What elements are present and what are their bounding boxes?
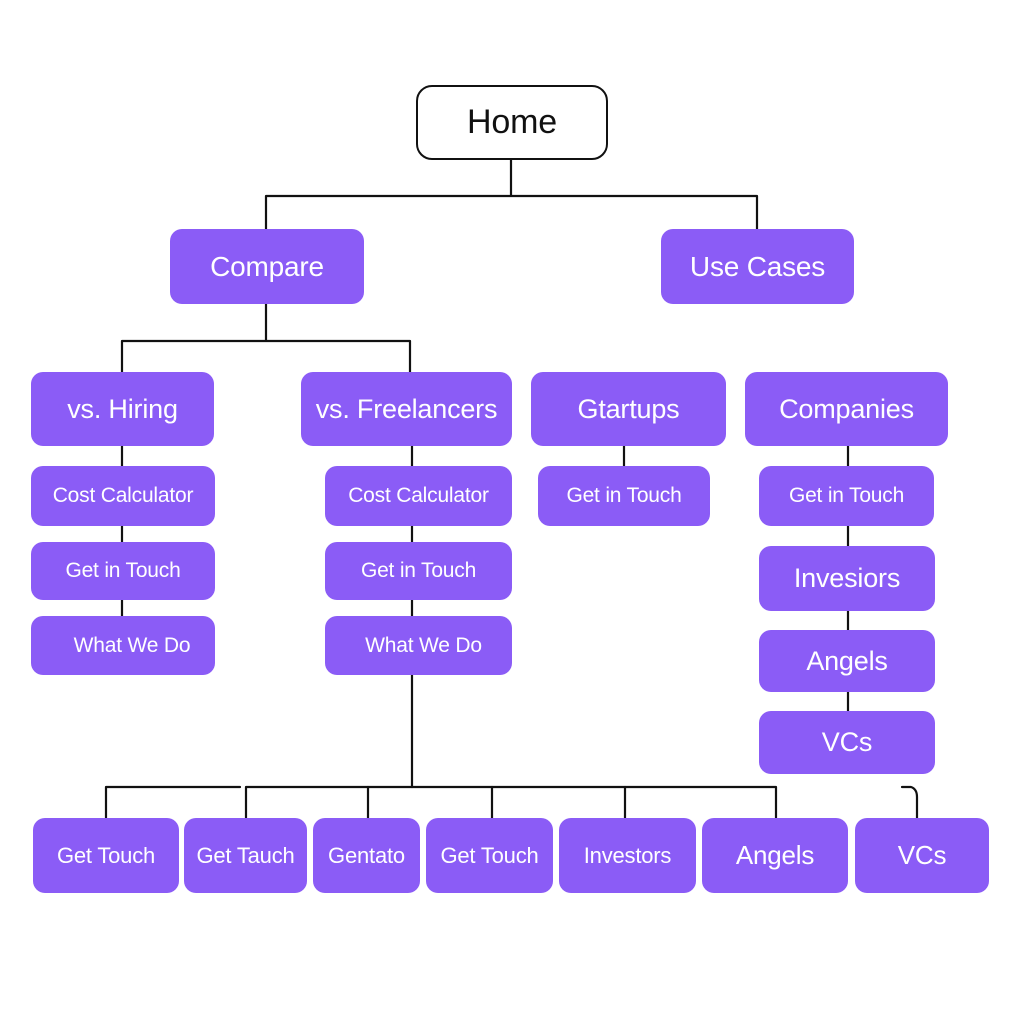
connector-bottom-main: [244, 785, 627, 821]
hiring-get-in-touch-node[interactable]: Get in Touch: [31, 542, 215, 600]
connector-bottom-vcs: [900, 785, 919, 821]
bottom-investors-node[interactable]: Investors: [559, 818, 696, 893]
bottom-gentato-node[interactable]: Gentato: [313, 818, 420, 893]
vs-hiring-node[interactable]: vs. Hiring: [31, 372, 214, 446]
freelancers-get-in-touch-node[interactable]: Get in Touch: [325, 542, 512, 600]
hiring-what-we-do-node[interactable]: What We Do: [31, 616, 215, 675]
bottom-vcs-node[interactable]: VCs: [855, 818, 989, 893]
home-node[interactable]: Home: [416, 85, 608, 160]
bottom-get-touch-1-node[interactable]: Get Touch: [33, 818, 179, 893]
companies-invesiors-node[interactable]: Invesiors: [759, 546, 935, 611]
bottom-angels-node[interactable]: Angels: [702, 818, 848, 893]
connector-bottom-right: [623, 785, 778, 821]
bottom-get-tauch-node[interactable]: Get Tauch: [184, 818, 307, 893]
companies-node[interactable]: Companies: [745, 372, 948, 446]
companies-vcs-node[interactable]: VCs: [759, 711, 935, 774]
hiring-cost-calculator-node[interactable]: Cost Calculator: [31, 466, 215, 526]
companies-get-in-touch-node[interactable]: Get in Touch: [759, 466, 934, 526]
connector-bottom-left: [104, 785, 242, 821]
companies-angels-node[interactable]: Angels: [759, 630, 935, 692]
gtartups-get-in-touch-node[interactable]: Get in Touch: [538, 466, 710, 526]
compare-node[interactable]: Compare: [170, 229, 364, 304]
connector-compare-to-children: [120, 301, 412, 375]
connector-home-to-level1: [264, 158, 759, 232]
freelancers-cost-calculator-node[interactable]: Cost Calculator: [325, 466, 512, 526]
gtartups-node[interactable]: Gtartups: [531, 372, 726, 446]
freelancers-what-we-do-node[interactable]: What We Do: [325, 616, 512, 675]
vs-freelancers-node[interactable]: vs. Freelancers: [301, 372, 512, 446]
bottom-get-touch-2-node[interactable]: Get Touch: [426, 818, 553, 893]
use-cases-node[interactable]: Use Cases: [661, 229, 854, 304]
